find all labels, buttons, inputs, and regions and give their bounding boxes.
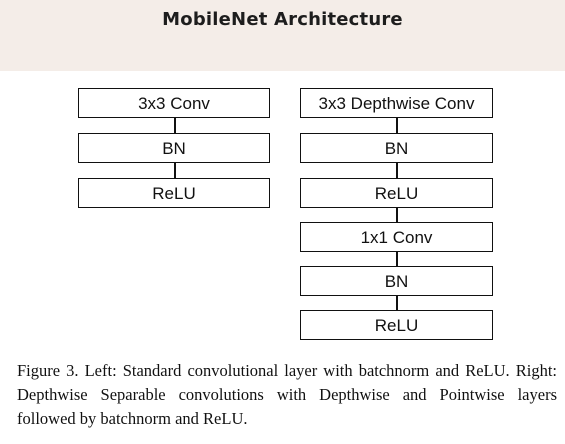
right-depthwise-conv-label: 3x3 Depthwise Conv xyxy=(318,93,475,113)
right-pointwise-conv-box: 1x1 Conv xyxy=(300,222,493,252)
figure-caption: Figure 3. Left: Standard convolutional l… xyxy=(17,361,557,428)
left-connector xyxy=(174,118,176,133)
page-title: MobileNet Architecture xyxy=(162,9,403,30)
right-pointwise-conv-label: 1x1 Conv xyxy=(360,227,433,247)
left-relu-box: ReLU xyxy=(78,178,270,208)
left-conv-label: 3x3 Conv xyxy=(138,93,210,113)
right-relu-box-2: ReLU xyxy=(300,310,493,340)
left-relu-label: ReLU xyxy=(152,183,196,203)
right-connector xyxy=(396,208,398,222)
right-connector xyxy=(396,118,398,133)
right-bn-label-2: BN xyxy=(384,271,409,291)
right-bn-label-1: BN xyxy=(384,138,409,158)
right-connector xyxy=(396,252,398,266)
right-relu-label-2: ReLU xyxy=(374,315,419,335)
left-conv-box: 3x3 Conv xyxy=(78,88,270,118)
header-bar: MobileNet Architecture xyxy=(0,0,565,71)
right-bn-box-1: BN xyxy=(300,133,493,163)
left-connector xyxy=(174,163,176,178)
right-depthwise-conv-box: 3x3 Depthwise Conv xyxy=(300,88,493,118)
left-bn-label: BN xyxy=(162,138,186,158)
right-relu-label-1: ReLU xyxy=(374,183,419,203)
left-bn-box: BN xyxy=(78,133,270,163)
right-bn-box-2: BN xyxy=(300,266,493,296)
right-connector xyxy=(396,163,398,178)
right-connector xyxy=(396,296,398,310)
right-relu-box-1: ReLU xyxy=(300,178,493,208)
